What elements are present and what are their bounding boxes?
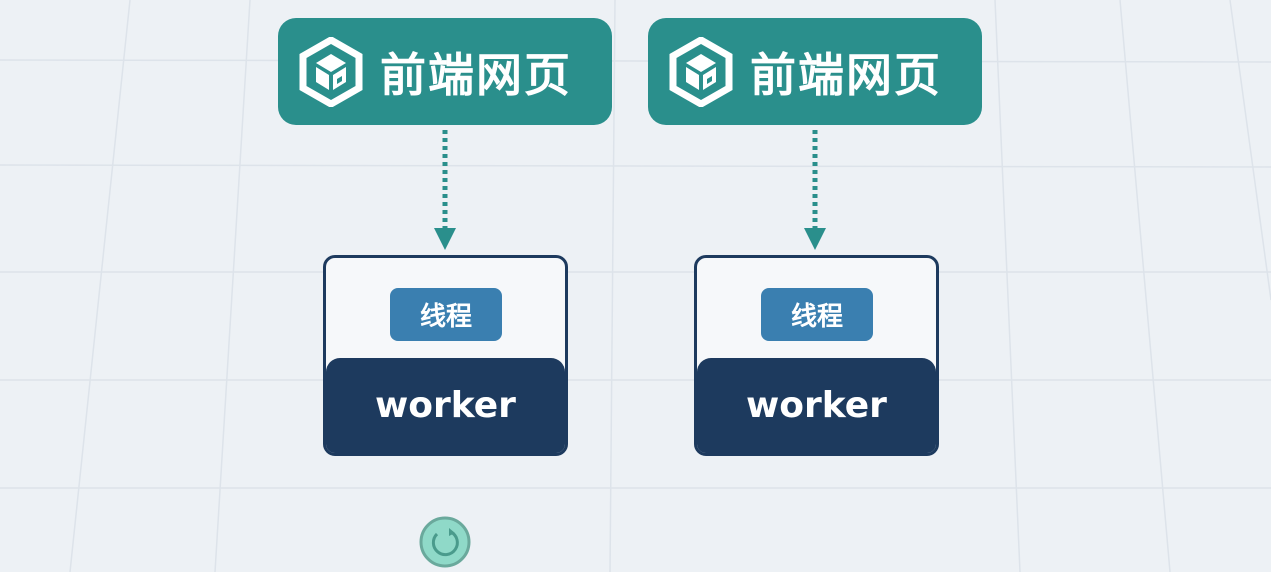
- thread-label: 线程: [761, 288, 873, 341]
- page-title: 前端网页: [380, 47, 572, 102]
- worker-box-1: 线程 worker: [323, 255, 568, 456]
- frontend-page-box-2: 前端网页: [648, 18, 982, 125]
- dotted-arrow-down-icon: [434, 130, 456, 250]
- cube-g-logo-icon: [669, 36, 733, 107]
- cube-g-logo-icon: [299, 36, 363, 107]
- thread-label: 线程: [390, 288, 502, 341]
- worker-box-2: 线程 worker: [694, 255, 939, 456]
- dotted-arrow-down-icon: [804, 130, 826, 250]
- page-title: 前端网页: [750, 47, 942, 102]
- worker-label: worker: [697, 358, 936, 453]
- worker-label: worker: [326, 358, 565, 453]
- frontend-page-box-1: 前端网页: [278, 18, 612, 125]
- refresh-icon[interactable]: [419, 516, 471, 568]
